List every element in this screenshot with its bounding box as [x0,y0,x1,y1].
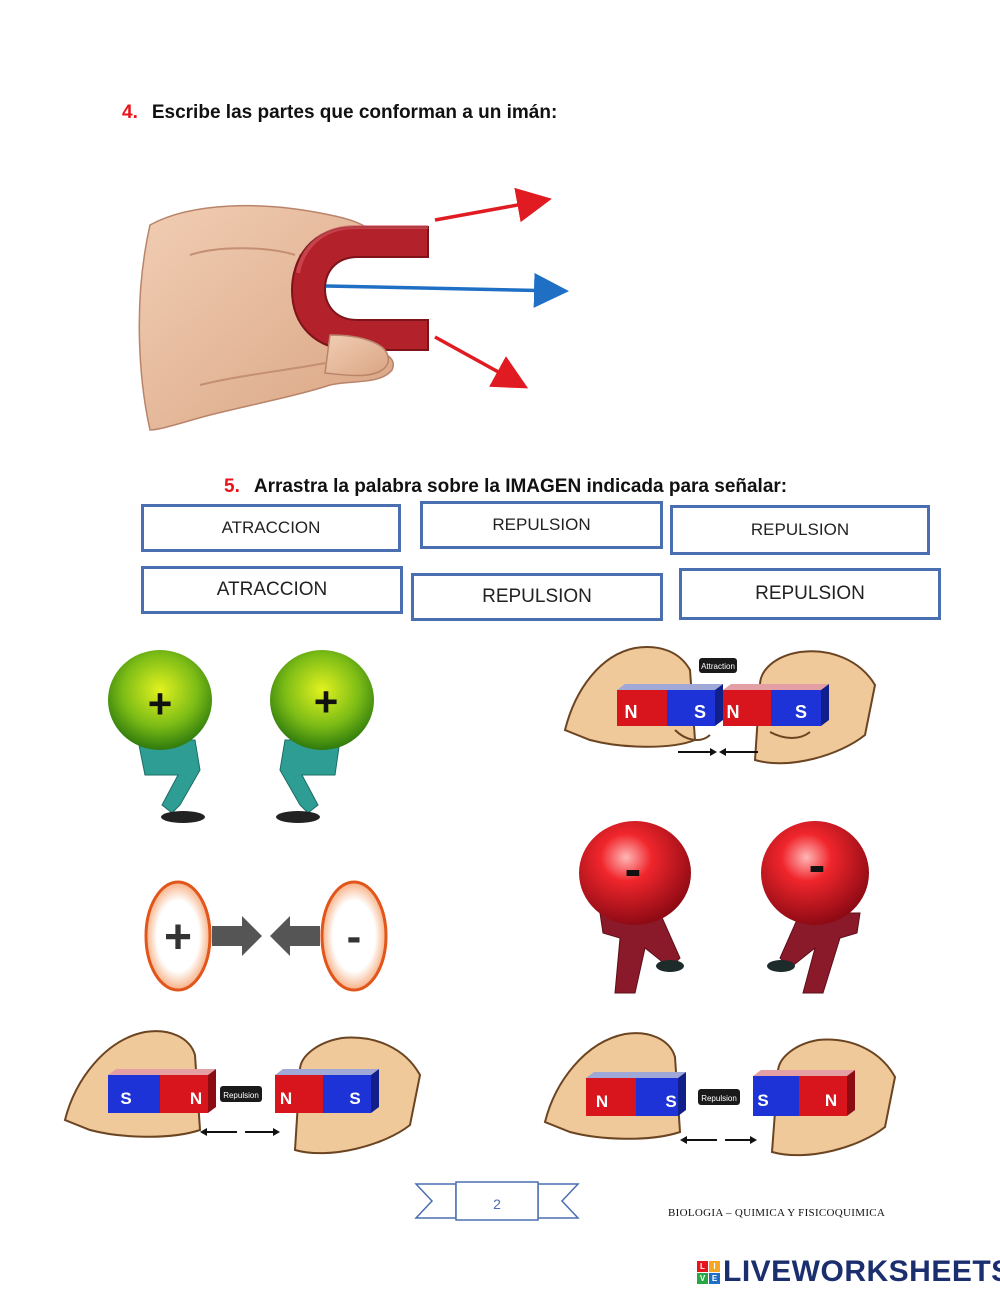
pole-label: S [694,702,706,722]
pole-label: N [625,702,638,722]
brand-badge: L I V E [697,1260,720,1284]
pole-label: S [795,702,807,722]
negative-balls-image: - - [579,821,869,994]
word-box-atraccion-2[interactable]: ATRACCION [141,566,403,614]
pole-label: S [757,1091,768,1110]
charge-sign-right: - [347,912,362,961]
charge-sign-left: + [164,911,192,964]
ball-sign-left: + [148,680,173,727]
pole-label: N [280,1089,292,1108]
pole-label: N [727,702,740,722]
word-box-atraccion-1[interactable]: ATRACCION [141,504,401,552]
charges-attraction-image: + - [144,880,388,992]
word-box-repulsion-2[interactable]: REPULSION [670,505,930,555]
question-4-title: 4. Escribe las partes que conforman a un … [122,102,557,124]
pole-label: S [665,1092,676,1111]
liveworksheets-logo: L I V E LIVEWORKSHEETS [697,1255,1000,1289]
magnets-repulsion-left-image: S N N S Repulsion [63,1030,422,1155]
brand-badge-letter: I [709,1260,720,1272]
horseshoe-magnet-image [138,187,569,431]
magnets-attraction-image: Attraction N S N S [563,646,877,765]
pole-label: S [349,1089,360,1108]
attraction-tag: Attraction [701,662,735,671]
pole-label: S [120,1089,131,1108]
repulsion-tag: Repulsion [701,1094,737,1103]
magnets-repulsion-right-image: N S S N Repulsion [543,1032,897,1157]
page-number-ribbon: 2 [414,1181,580,1221]
brand-badge-letter: V [697,1272,708,1284]
question-5-text: Arrastra la palabra sobre la IMAGEN indi… [253,476,788,497]
pole-label: N [825,1091,837,1110]
positive-balls-image: + + [108,650,374,823]
question-5-number: 5. [224,476,240,497]
brand-badge-letter: L [697,1260,708,1272]
page-number: 2 [493,1196,501,1212]
pole-label: N [596,1092,608,1111]
brand-badge-letter: E [709,1272,720,1284]
ball-sign-left: - [625,841,642,897]
word-box-repulsion-4[interactable]: REPULSION [679,568,941,620]
word-box-repulsion-1[interactable]: REPULSION [420,501,663,549]
ball-sign-right: - [809,837,826,893]
word-box-repulsion-3[interactable]: REPULSION [411,573,663,621]
footer-subject: BIOLOGIA – QUIMICA Y FISICOQUIMICA [668,1207,886,1219]
pole-label: N [190,1089,202,1108]
question-4-text: Escribe las partes que conforman a un im… [151,102,558,123]
brand-name: LIVEWORKSHEETS [723,1255,1000,1288]
question-4-number: 4. [122,102,138,123]
ball-sign-right: + [314,678,339,725]
repulsion-tag: Repulsion [223,1091,259,1100]
question-5-title: 5. Arrastra la palabra sobre la IMAGEN in… [224,476,787,498]
